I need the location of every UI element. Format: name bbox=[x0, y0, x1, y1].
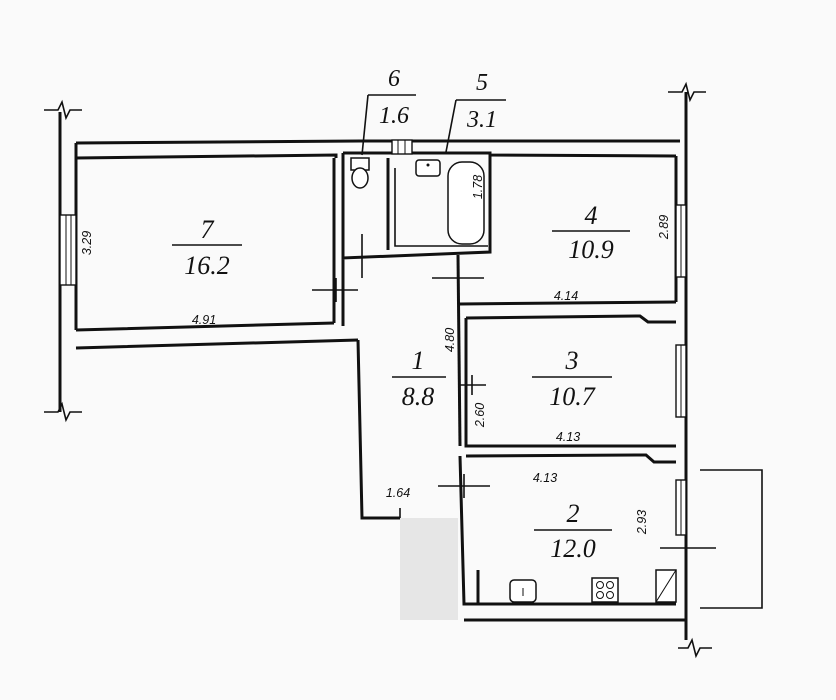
kitchen-sink-icon bbox=[509, 579, 537, 603]
room-5-area: 3.1 bbox=[466, 107, 497, 133]
chimney-duct-icon bbox=[655, 569, 677, 603]
sink-icon bbox=[415, 159, 441, 177]
room-6-number: 6 bbox=[388, 66, 400, 92]
room-4-label: 4 10.9 bbox=[552, 201, 630, 264]
room-3-area: 10.7 bbox=[549, 382, 596, 411]
break-mark-bottom-left bbox=[44, 401, 82, 423]
room-5-number: 5 bbox=[476, 70, 488, 96]
dim-room7-width: 4.91 bbox=[192, 313, 216, 327]
room-1-number: 1 bbox=[412, 346, 425, 375]
break-mark-top-right bbox=[668, 81, 706, 103]
doors bbox=[312, 234, 716, 560]
windows bbox=[59, 139, 687, 536]
room-2-label: 2 12.0 bbox=[534, 499, 612, 563]
break-marks bbox=[44, 81, 712, 659]
room-3-number: 3 bbox=[565, 346, 579, 375]
stove-icon bbox=[591, 577, 619, 603]
room-7-number: 7 bbox=[201, 215, 215, 244]
room-2-number: 2 bbox=[567, 499, 580, 528]
window-room7 bbox=[59, 214, 77, 286]
room4-bottom-wall bbox=[459, 300, 677, 324]
room-7-label: 7 16.2 bbox=[172, 215, 242, 280]
dim-hall-width: 2.60 bbox=[473, 403, 487, 428]
dim-hall-length: 4.80 bbox=[443, 328, 457, 352]
dim-room2-height: 2.93 bbox=[635, 510, 649, 535]
room-4-number: 4 bbox=[585, 201, 598, 230]
room-6-label: 6 1.6 bbox=[361, 66, 416, 156]
dim-room3-width: 4.13 bbox=[556, 430, 580, 444]
top-exterior-wall bbox=[75, 139, 680, 145]
room-5-label: 5 3.1 bbox=[445, 70, 506, 153]
toilet-icon bbox=[350, 157, 370, 189]
room3-bottom-wall bbox=[464, 318, 676, 464]
dim-room4-height: 2.89 bbox=[657, 215, 671, 240]
dim-entry-width: 1.64 bbox=[386, 486, 410, 500]
room-1-area: 8.8 bbox=[402, 382, 435, 411]
room-labels: 7 16.2 6 1.6 5 3.1 4 10.9 1 8.8 bbox=[172, 66, 630, 563]
room-4-area: 10.9 bbox=[568, 235, 614, 264]
window-room4 bbox=[675, 204, 687, 278]
break-mark-bottom-right bbox=[678, 637, 712, 659]
window-room2 bbox=[675, 479, 687, 536]
window-room3 bbox=[675, 344, 687, 418]
room-6-area: 1.6 bbox=[379, 103, 409, 129]
bath-partition bbox=[394, 168, 488, 247]
dimension-labels: 3.29 4.91 2.89 4.14 1.78 4.80 2.60 4.13 … bbox=[80, 175, 671, 535]
dim-room7-height: 3.29 bbox=[80, 231, 94, 255]
room-3-label: 3 10.7 bbox=[532, 346, 612, 411]
balcony-outline bbox=[700, 469, 763, 609]
wet-block-walls bbox=[341, 153, 492, 326]
room7-bottom-wall bbox=[75, 321, 359, 350]
room-7-area: 16.2 bbox=[184, 251, 230, 280]
top-exterior-wall-inner bbox=[75, 151, 677, 160]
fixtures bbox=[350, 157, 677, 620]
stair-hatching bbox=[400, 518, 458, 620]
window-wet-block bbox=[391, 139, 413, 155]
hall-left-wall bbox=[356, 339, 400, 520]
room2-walls bbox=[458, 455, 676, 606]
dim-room4-width: 4.14 bbox=[554, 289, 578, 303]
room-2-area: 12.0 bbox=[550, 534, 596, 563]
break-mark-top-left bbox=[44, 99, 82, 121]
bathtub-icon bbox=[447, 161, 485, 245]
dim-room2-width: 4.13 bbox=[533, 471, 557, 485]
dim-bath-length: 1.78 bbox=[471, 175, 485, 199]
room-1-label: 1 8.8 bbox=[392, 346, 446, 411]
